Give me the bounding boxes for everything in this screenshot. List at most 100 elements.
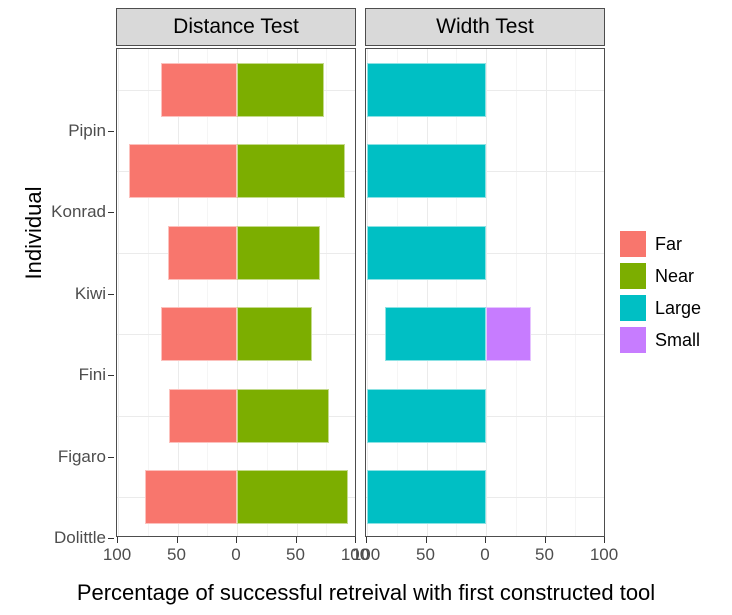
bar-row: [366, 144, 604, 199]
y-tick-mark: [108, 538, 114, 540]
y-tick-label-dolittle: Dolittle: [54, 528, 106, 548]
bar-row: [366, 225, 604, 280]
x-tick-label: 50: [167, 545, 186, 564]
bar-segment-near: [237, 144, 346, 199]
legend-label: Large: [655, 297, 702, 318]
gridline-major: [237, 49, 238, 536]
bar-segment-large: [367, 62, 486, 117]
x-tick-mark: [366, 537, 367, 543]
bar-segment-near: [237, 225, 321, 280]
bar-segment-far: [169, 388, 237, 443]
facet-plot-area: [365, 48, 605, 537]
x-tick-mark: [485, 537, 486, 543]
y-tick-mark: [108, 375, 114, 377]
x-axis-title: Percentage of successful retreival with …: [76, 580, 656, 605]
x-tick-mark: [604, 537, 605, 543]
y-tick-label-fini: Fini: [78, 365, 106, 385]
x-axis: 100 50 0 50 100: [352, 537, 618, 571]
gridline-minor: [456, 49, 458, 536]
bar-segment-large: [384, 307, 486, 362]
bar-segment-near: [237, 307, 312, 362]
bar-segment-large: [367, 470, 486, 525]
legend-swatch-large: [620, 295, 646, 321]
legend-item-far: Far: [620, 228, 732, 260]
gridline-minor: [396, 49, 398, 536]
legend-swatch-small: [620, 327, 646, 353]
gridline-major: [486, 49, 487, 536]
bar-segment-large: [367, 388, 486, 443]
facet-strip-label: Width Test: [365, 8, 605, 46]
bar-row: [117, 307, 355, 362]
legend-label: Small: [655, 329, 701, 350]
legend-label: Near: [655, 265, 695, 286]
facet-strip-label: Distance Test: [116, 8, 356, 46]
bar-row: [117, 62, 355, 117]
x-tick-label: 50: [416, 545, 435, 564]
gridline-major: [426, 49, 428, 536]
legend-label: Far: [655, 233, 682, 254]
gridline-major: [545, 49, 547, 536]
x-tick-label: 50: [535, 545, 554, 564]
legend-item-large: Large: [620, 292, 732, 324]
y-tick-mark: [108, 130, 114, 132]
x-tick-mark: [295, 537, 297, 543]
gridline-major: [177, 49, 179, 536]
x-tick-mark: [236, 537, 237, 543]
legend-item-near: Near: [620, 260, 732, 292]
facet-panel-distance-test: Distance Test 100 50 0 50 100: [103, 8, 369, 564]
bar-row: [366, 470, 604, 525]
bar-segment-far: [145, 470, 237, 525]
bar-segment-near: [237, 470, 348, 525]
x-axis: 100 50 0 50 100: [103, 537, 369, 571]
legend-item-small: Small: [620, 324, 732, 356]
bar-row: [117, 388, 355, 443]
gridline-minor: [266, 49, 268, 536]
gridline-minor: [515, 49, 517, 536]
bar-segment-far: [167, 225, 237, 280]
x-tick-mark: [176, 537, 178, 543]
bar-segment-near: [237, 62, 324, 117]
bar-row: [117, 225, 355, 280]
gridline-major: [296, 49, 298, 536]
bar-segment-small: [486, 307, 532, 362]
y-tick-mark: [108, 456, 114, 458]
bar-segment-large: [367, 225, 486, 280]
bar-row: [366, 388, 604, 443]
bar-segment-large: [367, 144, 486, 199]
y-tick-label-kiwi: Kiwi: [74, 283, 106, 303]
x-tick-mark: [355, 537, 356, 543]
x-tick-mark: [544, 537, 546, 543]
y-tick-label-figaro: Figaro: [57, 446, 106, 466]
legend-swatch-far: [620, 231, 646, 257]
x-tick-label: 100: [351, 545, 381, 564]
bar-row: [366, 62, 604, 117]
x-tick-label: 50: [286, 545, 305, 564]
gridline-major: [367, 49, 368, 536]
y-tick-label-konrad: Konrad: [51, 202, 106, 222]
gridline-minor: [326, 49, 328, 536]
bar-segment-far: [160, 307, 237, 362]
bar-row: [117, 144, 355, 199]
x-tick-label: 100: [589, 545, 619, 564]
bar-segment-far: [160, 62, 237, 117]
gridline-major: [118, 49, 119, 536]
x-tick-label: 0: [480, 545, 490, 564]
x-tick-label: 100: [102, 545, 132, 564]
facet-panel-width-test: Width Test 100 50 0 50 100: [352, 8, 618, 564]
gridline-minor: [575, 49, 577, 536]
bar-segment-far: [128, 144, 237, 199]
x-tick-mark: [425, 537, 427, 543]
facet-panels: Distance Test 100 50 0 50 100 Width Test 100 50 0…: [103, 8, 618, 564]
facet-plot-area: [116, 48, 356, 537]
bar-row: [366, 307, 604, 362]
y-tick-mark: [108, 212, 114, 214]
x-tick-label: 0: [231, 545, 241, 564]
gridline-minor: [207, 49, 209, 536]
x-tick-mark: [117, 537, 118, 543]
legend-swatch-near: [620, 263, 646, 289]
bar-segment-near: [237, 388, 329, 443]
x-tick-label: 100: [340, 545, 370, 564]
